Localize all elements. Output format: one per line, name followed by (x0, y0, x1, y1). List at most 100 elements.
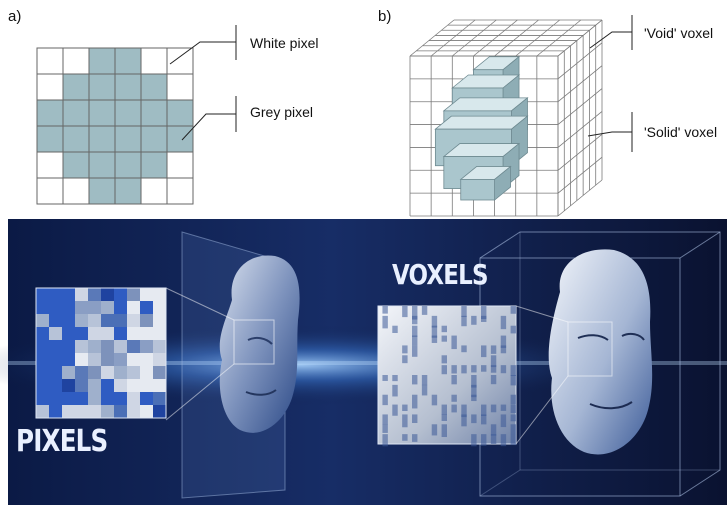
mosaic-pixel (101, 379, 115, 393)
mosaic-pixel (101, 327, 115, 341)
mosaic-pixel (114, 288, 128, 302)
solid-voxel-front (443, 110, 512, 144)
voxel-shadow (431, 325, 438, 338)
mosaic-pixel (101, 392, 115, 406)
mosaic-pixel (49, 353, 63, 367)
mosaic-pixel (127, 327, 141, 341)
solid-voxel-side (502, 55, 520, 94)
voxel-shadow (382, 424, 388, 433)
grey-pixel (62, 73, 90, 101)
voxels-title: VOXELS (392, 258, 489, 291)
voxel-shadow (461, 365, 467, 374)
mosaic-pixel (101, 353, 115, 367)
mosaic-pixel (88, 301, 102, 315)
mosaic-pixel (36, 301, 50, 315)
voxel-wire-box (479, 231, 721, 497)
solid-voxel-front (451, 87, 504, 116)
grey-pixel (88, 151, 116, 179)
voxel-shadow (510, 365, 516, 376)
grey-pixel (114, 125, 142, 153)
mosaic-pixel (153, 353, 167, 367)
mosaic-pixel (49, 392, 63, 406)
mosaic-pixel (114, 366, 128, 380)
mosaic-pixel (36, 353, 50, 367)
mosaic-pixel (140, 366, 154, 380)
voxel-shadow (500, 315, 507, 330)
voxel-shadow (392, 384, 398, 397)
voxel-shadow (441, 335, 447, 342)
mosaic-pixel (153, 327, 167, 341)
voxel-shadow (461, 306, 467, 317)
white-pixel (166, 73, 194, 101)
mosaic-pixel (75, 288, 89, 302)
voxel-shadow (500, 365, 507, 374)
mosaic-pixel (49, 405, 63, 419)
mosaic-pixel (49, 366, 63, 380)
white-pixel (36, 73, 64, 101)
voxel-shadow (490, 355, 497, 368)
voxel-shadow (382, 414, 388, 425)
mosaic-pixel (114, 314, 128, 328)
white-pixel (166, 177, 194, 205)
solid-voxel-top (459, 166, 512, 180)
white-pixel (140, 47, 168, 75)
solid-voxel-top (451, 74, 521, 89)
solid-voxel-side (502, 142, 520, 190)
voxel-shadow (481, 315, 487, 322)
voxel-shadow (471, 375, 477, 388)
mosaic-pixel (114, 353, 128, 367)
mosaic-pixel (140, 314, 154, 328)
mosaic-pixel (88, 405, 102, 419)
mosaic-pixel (36, 314, 50, 328)
voxel-head (548, 249, 653, 455)
voxel-shadow (441, 355, 447, 364)
solid-voxel-side (511, 115, 528, 167)
voxel-shadow (481, 306, 487, 320)
mosaic-pixel (36, 340, 50, 354)
voxel-relief-inset (377, 305, 517, 447)
voxel-shadow (402, 355, 408, 364)
voxel-shadow (431, 315, 438, 328)
voxel-shadow (500, 434, 507, 447)
mosaic-pixel (75, 353, 89, 367)
voxel-shadow (412, 414, 418, 424)
pixel-head (219, 255, 300, 433)
voxel-shadow (471, 365, 477, 373)
voxel-shadow (510, 414, 516, 422)
voxel-shadow (461, 404, 467, 418)
voxel-shadow (382, 375, 388, 381)
mosaic-pixel (62, 301, 76, 315)
mosaic-pixel (153, 301, 167, 315)
mosaic-pixel (127, 392, 141, 406)
grey-pixel (166, 99, 194, 127)
grey-pixel (114, 151, 142, 179)
mosaic-pixel (153, 405, 167, 419)
mosaic-pixel (36, 392, 50, 406)
voxel-shadow (461, 414, 467, 427)
white-pixel (140, 177, 168, 205)
voxel-shadow (412, 306, 418, 320)
solid-voxels (434, 55, 529, 201)
mosaic-pixel (101, 366, 115, 380)
mosaic-pixel (75, 366, 89, 380)
solid-voxel-front (473, 69, 504, 93)
mosaic-pixel (75, 392, 89, 406)
mosaic-pixel (88, 366, 102, 380)
mosaic-pixel (114, 392, 128, 406)
grey-pixel (36, 125, 64, 153)
voxel-shadow (382, 306, 388, 314)
solid-voxel-side (502, 74, 520, 117)
grey-pixel (36, 99, 64, 127)
solid-voxel-top (434, 115, 529, 130)
voxel-shadow (382, 434, 388, 447)
mosaic-pixel (101, 340, 115, 354)
voxel-shadow (441, 404, 447, 415)
solid-voxel-callout: 'Solid' voxel (644, 124, 718, 140)
mosaic-pixel (62, 314, 76, 328)
mosaic-pixel (49, 379, 63, 393)
voxel-shadow (412, 375, 418, 385)
voxel-shadow (490, 375, 497, 385)
mosaic-pixel (114, 327, 128, 341)
